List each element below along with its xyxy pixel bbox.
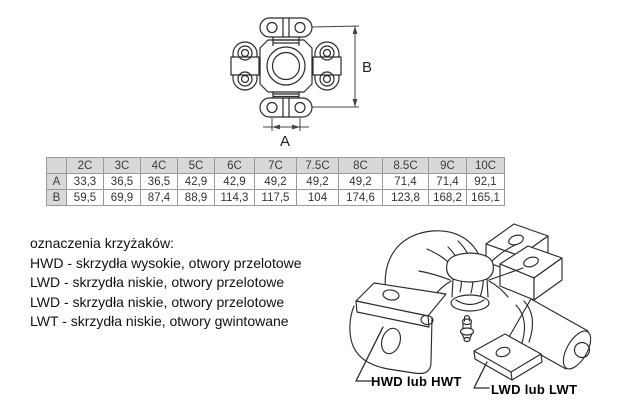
cylinder-flange — [474, 334, 542, 380]
col-header: 6C — [214, 157, 255, 174]
dimension-b — [312, 26, 359, 107]
dim-a-label: A — [280, 133, 290, 150]
front-high-wing-bearing — [350, 283, 446, 374]
row-label: A — [46, 173, 67, 190]
table-row-b: B 59,5 69,9 87,4 88,9 114,3 117,5 104 17… — [46, 189, 505, 206]
table-cell: 165,1 — [466, 189, 505, 206]
table-cell: 36,5 — [103, 173, 141, 190]
table-cell: 42,9 — [214, 173, 255, 190]
legend-line: LWT - skrzydła niskie, otwory gwintowane — [30, 313, 289, 329]
table-cell: 49,2 — [296, 173, 339, 190]
col-header: 3C — [103, 157, 141, 174]
table-cell: 59,5 — [66, 189, 104, 206]
col-header: 7.5C — [296, 157, 339, 174]
right-bearing-cap — [313, 42, 341, 90]
dimension-a — [263, 118, 309, 131]
dimensions-table: 2C 3C 4C 5C 6C 7C 7.5C 8C 8.5C 9C 10C A … — [46, 157, 505, 206]
cross-hub — [419, 245, 523, 311]
col-header: 2C — [66, 157, 104, 174]
legend: oznaczenia krzyżaków: HWD - skrzydła wys… — [30, 234, 302, 332]
table-cell: 92,1 — [466, 173, 505, 190]
col-header: 9C — [428, 157, 467, 174]
row-label: B — [46, 189, 67, 206]
table-cell: 49,2 — [338, 173, 383, 190]
col-header: 8.5C — [382, 157, 429, 174]
legend-line: HWD - skrzydła wysokie, otwory przelotow… — [30, 254, 302, 271]
table-cell: 33,3 — [66, 173, 104, 190]
low-wing-block — [486, 224, 562, 300]
bottom-bearing-cap — [260, 98, 312, 117]
left-bearing-cap — [231, 42, 259, 90]
table-cell: 69,9 — [103, 189, 141, 206]
table-cell: 117,5 — [254, 189, 297, 206]
col-header: 7C — [254, 157, 297, 174]
legend-line: LWD - skrzydła niskie, otwory przelotowe — [30, 274, 285, 290]
header-row: 2C 3C 4C 5C 6C 7C 7.5C 8C 8.5C 9C 10C — [46, 157, 505, 174]
grease-fitting — [461, 316, 474, 342]
dim-b-label: B — [362, 59, 372, 76]
body-outer-circle — [267, 47, 305, 85]
table-cell: 49,2 — [254, 173, 297, 190]
corner-cell — [46, 157, 67, 174]
table-cell: 42,9 — [177, 173, 215, 190]
top-bearing-cap — [260, 18, 312, 37]
hwd-label: HWD lub HWT — [371, 374, 462, 389]
hwd-leader-line — [356, 327, 383, 381]
col-header: 8C — [338, 157, 383, 174]
cross-2d-drawing: B A — [195, 0, 372, 150]
lwd-label: LWD lub LWT — [491, 382, 578, 397]
table-cell: 174,6 — [338, 189, 383, 206]
table-cell: 36,5 — [140, 173, 178, 190]
legend-title: oznaczenia krzyżaków: — [30, 235, 174, 251]
table-cell: 168,2 — [428, 189, 467, 206]
col-header: 4C — [140, 157, 178, 174]
lwd-leader-line — [474, 362, 489, 388]
col-header: 5C — [177, 157, 215, 174]
table-cell: 104 — [296, 189, 339, 206]
table-cell: 71,4 — [428, 173, 467, 190]
table-cell: 87,4 — [140, 189, 178, 206]
table-cell: 114,3 — [214, 189, 255, 206]
cylinder-bearing — [509, 299, 596, 373]
body-outline — [260, 40, 312, 92]
cross-iso-drawing — [340, 213, 617, 415]
col-header: 10C — [466, 157, 505, 174]
body-inner-circle — [273, 53, 300, 80]
legend-line: LWD - skrzydła niskie, otwory przelotowe — [30, 293, 285, 310]
table-cell: 88,9 — [177, 189, 215, 206]
table-cell: 123,8 — [382, 189, 429, 206]
table-cell: 71,4 — [382, 173, 429, 190]
table-row-a: A 33,3 36,5 36,5 42,9 42,9 49,2 49,2 49,… — [46, 173, 505, 190]
